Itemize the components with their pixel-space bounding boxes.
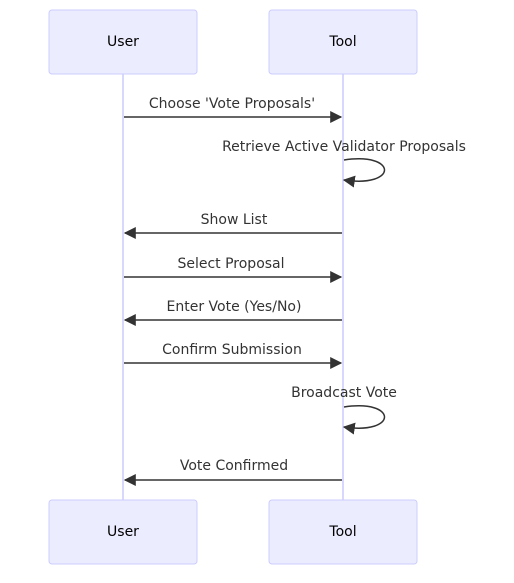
self-loop-arrow xyxy=(342,158,386,188)
message-label: Confirm Submission xyxy=(162,342,302,358)
actor-tool-top-label: Tool xyxy=(328,34,356,50)
message-label: Retrieve Active Validator Proposals xyxy=(222,139,466,155)
message-confirm-submission: Confirm Submission xyxy=(124,342,343,369)
message-choose-vote-proposals: Choose 'Vote Proposals' xyxy=(124,96,343,123)
actor-user-top: User xyxy=(48,9,198,75)
message-show-list: Show List xyxy=(123,212,342,239)
message-label: Choose 'Vote Proposals' xyxy=(149,96,315,112)
message-broadcast-vote: Broadcast Vote xyxy=(291,385,397,435)
actor-user-bottom: User xyxy=(48,499,198,565)
actor-user-top-label: User xyxy=(107,34,139,50)
message-label: Broadcast Vote xyxy=(291,385,397,401)
message-retrieve-active-validator-proposals: Retrieve Active Validator Proposals xyxy=(222,139,466,188)
message-label: Enter Vote (Yes/No) xyxy=(167,299,302,315)
actor-tool-top: Tool xyxy=(268,9,418,75)
message-label: Select Proposal xyxy=(177,256,284,272)
message-vote-confirmed: Vote Confirmed xyxy=(123,458,342,486)
actor-tool-bottom-label: Tool xyxy=(328,524,356,540)
actor-tool-bottom: Tool xyxy=(268,499,418,565)
message-label: Show List xyxy=(201,212,268,228)
message-enter-vote: Enter Vote (Yes/No) xyxy=(123,299,342,326)
message-select-proposal: Select Proposal xyxy=(124,256,343,283)
message-label: Vote Confirmed xyxy=(180,458,288,474)
actor-user-bottom-label: User xyxy=(107,524,139,540)
self-loop-arrow xyxy=(342,405,386,435)
